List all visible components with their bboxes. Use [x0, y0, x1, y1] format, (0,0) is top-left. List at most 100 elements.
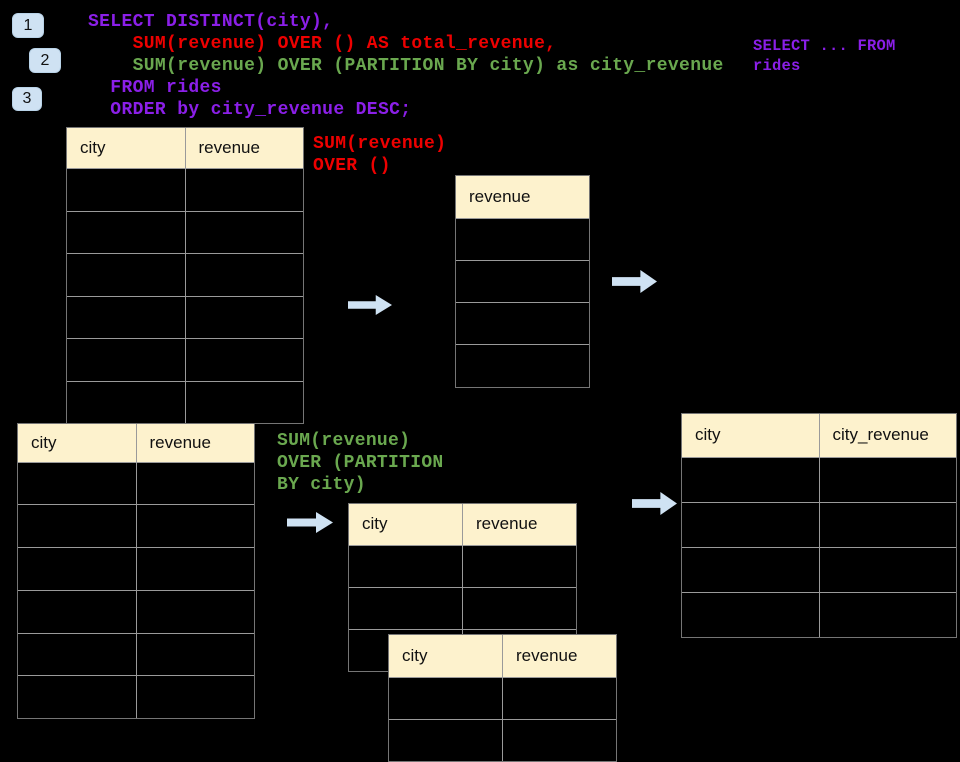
- table-cell-empty: [456, 219, 589, 260]
- table-row: [18, 461, 255, 505]
- column-header: city: [18, 424, 137, 462]
- sql-line-from: FROM rides: [88, 78, 222, 98]
- table-cell-empty: [67, 296, 186, 338]
- table-cell-empty: [456, 345, 589, 386]
- right-arrow-icon: [287, 512, 333, 533]
- column-header: revenue: [476, 514, 538, 534]
- table-row: [18, 504, 254, 548]
- sql-line-order: ORDER by city_revenue DESC;: [88, 100, 412, 120]
- table-row: [67, 338, 303, 381]
- column-header: revenue: [149, 432, 211, 452]
- annotation-line: SUM(revenue): [313, 134, 447, 154]
- step-badge-1: 1: [12, 13, 44, 38]
- table-cell-empty: [18, 633, 137, 676]
- sql-line-sum-over: SUM(revenue) OVER () AS total_revenue,: [88, 34, 557, 54]
- table-cell-empty: [349, 545, 463, 587]
- right-arrow-shape: [348, 295, 392, 315]
- table-cell-empty: [67, 339, 186, 381]
- table-cell-empty: [463, 546, 576, 587]
- table-cell-empty: [137, 548, 255, 590]
- column-header: city: [67, 128, 186, 168]
- table-cell-empty: [503, 720, 616, 761]
- table-cell-empty: [456, 261, 589, 302]
- table-cell-empty: [820, 503, 957, 547]
- table-row: [682, 592, 956, 638]
- table-cell-empty: [18, 676, 137, 719]
- table-cell-empty: [463, 588, 576, 629]
- table-cell-empty: [186, 297, 304, 339]
- table-cell-empty: [137, 676, 255, 718]
- sql-line-select: SELECT DISTINCT(city),: [88, 12, 334, 32]
- table-row: [67, 210, 304, 254]
- table-partition-group-1: city revenue: [348, 503, 577, 672]
- right-arrow-icon: [612, 270, 657, 293]
- annotation-line: OVER (PARTITION: [277, 453, 444, 473]
- annotation-total-revenue: SUM(revenue) OVER (): [313, 133, 446, 177]
- table-row: [67, 253, 303, 296]
- table-row: [682, 501, 957, 547]
- table-row: [349, 544, 576, 587]
- snippet-line: rides: [753, 57, 801, 75]
- slide-canvas: { "colors": { "purple": "#8b1fe8", "red"…: [12, 11, 957, 762]
- table-revenue-window: revenue: [455, 175, 590, 388]
- table-cell-empty: [18, 590, 137, 633]
- annotation-line: BY city): [277, 475, 366, 495]
- table-row: [349, 586, 576, 629]
- table-row: [18, 675, 255, 719]
- table-row: [67, 380, 304, 424]
- sql-snippet-select-from-rides: SELECT ... FROM rides: [753, 36, 896, 76]
- sql-line-sum-partition: SUM(revenue) OVER (PARTITION BY city) as…: [88, 56, 724, 76]
- right-arrow-shape: [632, 492, 677, 515]
- right-arrow-icon: [348, 295, 392, 315]
- step-badge-3: 3: [12, 87, 42, 111]
- table-cell-empty: [820, 548, 957, 592]
- table-cell-empty: [67, 169, 186, 211]
- annotation-partition-by-city: SUM(revenue) OVER (PARTITION BY city): [277, 430, 444, 496]
- table-row: [67, 168, 303, 211]
- sql-query-block: SELECT DISTINCT(city), SUM(revenue) OVER…: [88, 11, 724, 121]
- column-header: revenue: [469, 186, 531, 206]
- snippet-line: SELECT ... FROM: [753, 37, 896, 55]
- table-cell-empty: [137, 591, 255, 633]
- table-cell-empty: [682, 593, 820, 638]
- table-cell-empty: [456, 303, 589, 344]
- table-row: [67, 295, 304, 339]
- table-row: [456, 259, 589, 302]
- table-cell-empty: [389, 677, 503, 719]
- table-cell-empty: [349, 587, 463, 629]
- table-row: [456, 344, 589, 386]
- table-cell-empty: [682, 547, 820, 593]
- annotation-line: OVER (): [313, 156, 391, 176]
- table-cell-empty: [186, 212, 304, 254]
- table-cell-empty: [682, 457, 820, 502]
- table-cell-empty: [67, 254, 186, 296]
- table-cell-empty: [186, 254, 304, 296]
- column-header: city_revenue: [832, 425, 929, 445]
- table-row: [682, 456, 956, 502]
- table-row: [389, 676, 616, 719]
- table-cell-empty: [67, 211, 186, 253]
- table-row: [682, 546, 957, 593]
- table-row: [18, 547, 254, 590]
- table-cell-empty: [18, 505, 137, 548]
- table-cell-empty: [137, 463, 255, 505]
- table-header-row: city revenue: [18, 424, 254, 462]
- table-cell-empty: [186, 382, 304, 424]
- table-row: [456, 302, 589, 344]
- table-cell-empty: [186, 339, 304, 381]
- table-cell-empty: [682, 502, 820, 547]
- annotation-line: SUM(revenue): [277, 431, 411, 451]
- table-cell-empty: [67, 381, 186, 423]
- table-row: [18, 632, 255, 676]
- table-row: [18, 589, 255, 633]
- table-cell-empty: [186, 169, 304, 211]
- column-header: city: [389, 635, 503, 677]
- table-cell-empty: [137, 634, 255, 676]
- column-header: city: [349, 504, 463, 545]
